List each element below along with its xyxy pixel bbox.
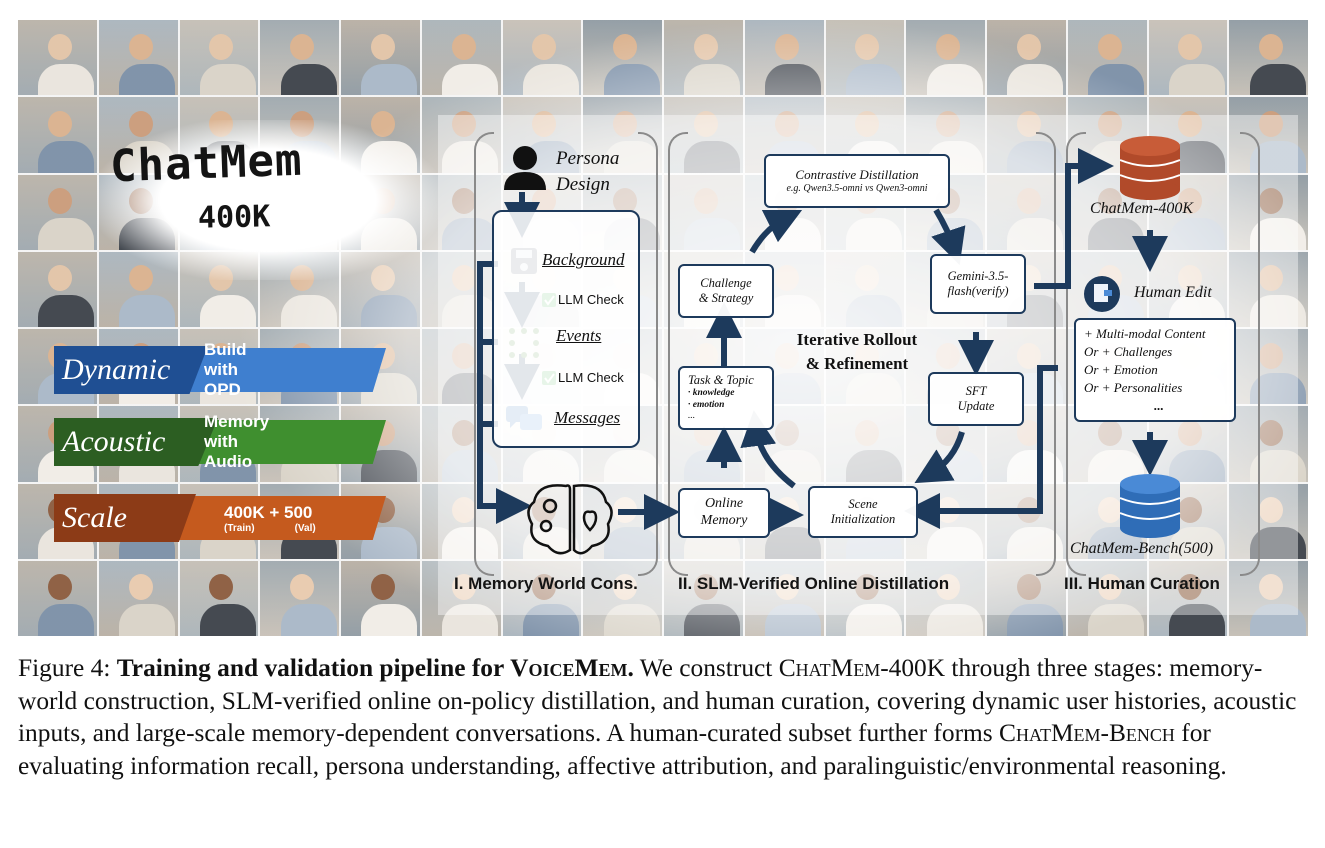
chatmem-bench-label: ChatMem-Bench(500)	[1070, 540, 1214, 557]
logo-glow	[98, 120, 438, 280]
human-edit-box: + Multi-modal Content Or + Challenges Or…	[1074, 318, 1236, 422]
caption-title-suffix: .	[627, 654, 634, 682]
stage1-world-box	[492, 210, 640, 448]
contrastive-distillation-label: Contrastive Distillation	[795, 167, 919, 183]
banner-tag: Acoustic	[54, 418, 218, 466]
llm-check-label-1: LLM Check	[558, 292, 624, 307]
arrow-scene-to-task	[740, 410, 796, 489]
contrastive-distillation-example: e.g. Qwen3.5-omni vs Qwen3-omni	[786, 182, 928, 194]
edit-item: Or + Personalities	[1084, 380, 1183, 395]
banner-tag: Dynamic	[54, 346, 208, 394]
banner-text: Build with OPD	[204, 340, 247, 399]
gemini-verify-box: Gemini-3.5- flash(verify)	[930, 254, 1026, 314]
contrastive-distillation-box: Contrastive Distillation e.g. Qwen3.5-om…	[764, 154, 950, 208]
caption-title-prefix: Training and validation pipeline for	[116, 654, 511, 682]
banner-note-train: (Train)	[224, 522, 255, 534]
chatmem-400k-label: ChatMem-400K	[1090, 200, 1194, 217]
iterative-rollout-label: Iterative Rollout & Refinement	[796, 330, 918, 373]
banner-tag-label: Acoustic	[62, 425, 166, 458]
banner-text-label: 400K + 500	[224, 502, 313, 522]
caption-smallcaps-bench: ChatMem-Bench	[999, 719, 1175, 748]
brain-icon	[527, 484, 613, 555]
scene-initialization-box: Scene Initialization	[808, 486, 918, 538]
banner-text: 400K + 500 (Train) (Val)	[224, 496, 316, 540]
figure-caption: Figure 4: Training and validation pipeli…	[18, 652, 1310, 782]
task-topic-box: Task & Topic · knowledge · emotion ...	[678, 366, 774, 430]
persona-design-label: Persona Design	[556, 148, 620, 195]
banner-tag: Scale	[54, 494, 196, 542]
banner-note-val: (Val)	[294, 522, 316, 534]
banner-notes: (Train) (Val)	[224, 523, 316, 534]
edit-item: Or + Challenges	[1084, 344, 1173, 359]
banner-text-label: Build with OPD	[204, 340, 247, 399]
arrow-curation-to-scene	[904, 365, 1058, 529]
task-item: ...	[688, 411, 696, 422]
caption-figure-label: Figure 4:	[18, 654, 111, 682]
caption-smallcaps-dataset: ChatMem	[778, 654, 881, 682]
banner-tag-label: Dynamic	[62, 353, 171, 386]
stage1-title: I. Memory World Cons.	[454, 574, 638, 593]
arrow-loop-to-brain	[477, 261, 532, 524]
human-edit-label: Human Edit	[1134, 284, 1212, 301]
caption-bold-title: Training and validation pipeline for Voi…	[117, 654, 634, 682]
pipeline-figure: ChatMem 400K Dynamic Build with OPD Acou…	[18, 20, 1308, 636]
task-item: · knowledge	[688, 388, 735, 399]
challenge-strategy-box: Challenge & Strategy	[678, 264, 774, 318]
background-label: Background	[542, 250, 625, 269]
stage2-title: II. SLM-Verified Online Distillation	[678, 574, 950, 593]
stage3-title: III. Human Curation	[1064, 574, 1220, 593]
flow-arrows	[477, 136, 1181, 555]
online-memory-box: Online Memory	[678, 488, 770, 538]
arrow-gemini-to-chatmem400k	[1034, 148, 1114, 289]
task-item: · emotion	[688, 399, 725, 410]
banner-text: Memory with Audio	[204, 412, 269, 471]
caption-text: for evaluating information recall, perso…	[18, 719, 1227, 780]
edit-item: + Multi-modal Content	[1084, 326, 1206, 341]
persona-icon	[504, 146, 546, 190]
task-topic-label: Task & Topic	[688, 373, 754, 388]
banner-text-label: Memory with Audio	[204, 412, 270, 471]
edit-item: Or + Emotion	[1084, 362, 1158, 377]
caption-text: -400K through three stages: memory-world…	[18, 654, 1297, 748]
banner-tag-label: Scale	[62, 501, 127, 534]
database-icon-chatmem-bench	[1119, 474, 1181, 538]
database-icon-chatmem400k	[1119, 136, 1181, 200]
events-label: Events	[556, 326, 602, 345]
sft-update-box: SFT Update	[928, 372, 1024, 426]
human-edit-icon	[1084, 276, 1120, 312]
edit-item: ...	[1154, 398, 1164, 413]
caption-title-smallcaps: VoiceMem	[510, 654, 628, 682]
messages-label: Messages	[554, 408, 621, 427]
caption-text: We construct	[633, 654, 779, 682]
llm-check-label-2: LLM Check	[558, 370, 624, 385]
